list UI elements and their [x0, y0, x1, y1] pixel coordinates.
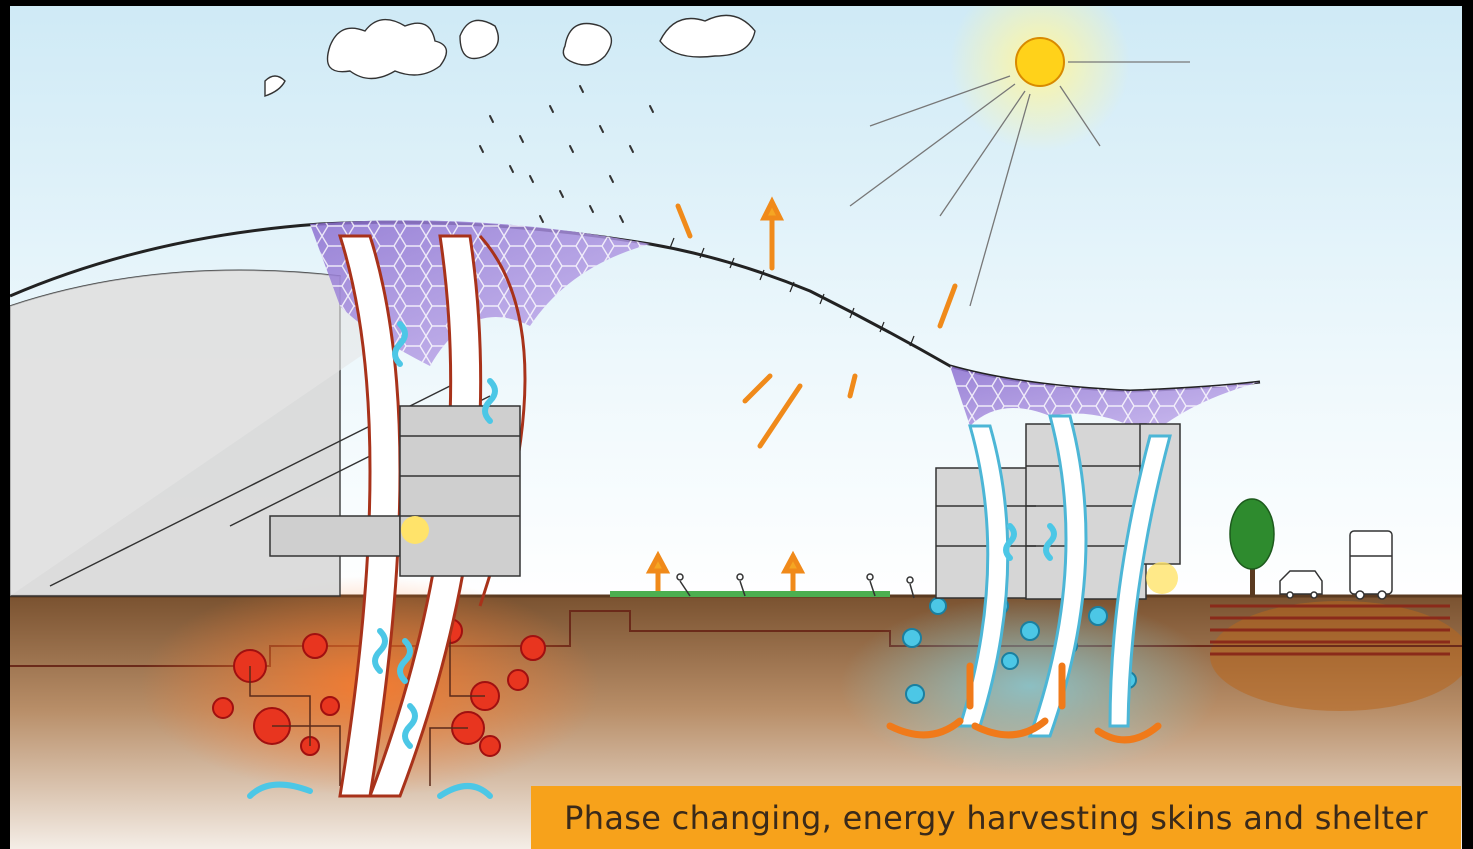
ground-heat-arrows: [886, 662, 1162, 744]
illustration: [10, 6, 1462, 849]
caption-banner: Phase changing, energy harvesting skins …: [531, 786, 1461, 849]
sun: [849, 6, 1190, 307]
heat-arrows: [645, 196, 958, 594]
field: [610, 573, 915, 599]
floors-left: [269, 405, 521, 577]
heat-pipes-right: [1210, 604, 1450, 656]
car: [1279, 570, 1323, 599]
bus: [1349, 530, 1393, 600]
heat-nodes: [212, 618, 546, 757]
tree: [1229, 498, 1275, 596]
clouds: [264, 14, 756, 97]
cooling-arrows: [247, 321, 1057, 799]
caption-text: Phase changing, energy harvesting skins …: [564, 798, 1428, 837]
rain: [479, 85, 654, 223]
frame-edge: [1462, 0, 1473, 849]
roof-outline: [10, 220, 1261, 393]
